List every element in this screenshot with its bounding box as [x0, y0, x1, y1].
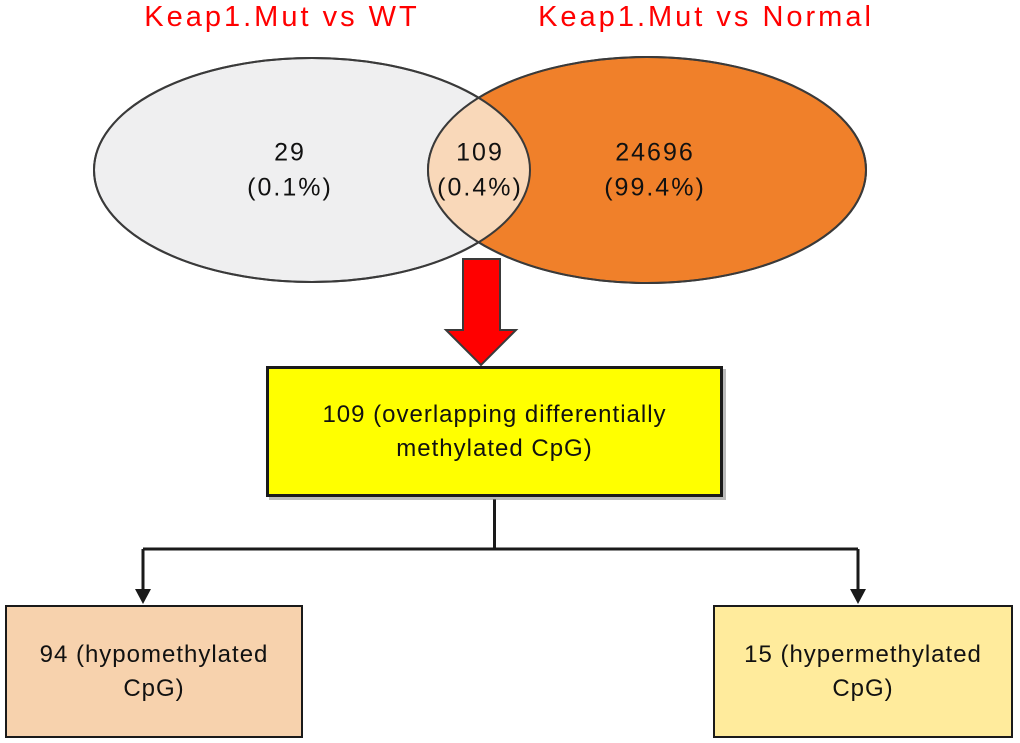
venn-overlap-label: 109 (0.4%)	[437, 136, 523, 205]
venn-overlap-count: 109	[456, 138, 504, 167]
connector-arrowhead-right	[850, 589, 866, 604]
connector-lines	[141, 499, 860, 591]
venn-title-right: Keap1.Mut vs Normal	[538, 1, 874, 33]
hypermethylated-cpg-line2: CpG)	[832, 674, 894, 702]
down-arrow	[443, 258, 519, 367]
venn-title-left: Keap1.Mut vs WT	[144, 1, 420, 33]
hypermethylated-cpg-line1: 15 (hypermethylated	[744, 641, 982, 669]
hypermethylated-cpg-box: 15 (hypermethylated CpG)	[713, 605, 1013, 738]
venn-right-ellipse-outline	[427, 56, 867, 284]
overlapping-cpg-box: 109 (overlapping differentially methylat…	[266, 366, 723, 497]
venn-left-ellipse-outline	[93, 57, 531, 283]
hypomethylated-cpg-line2: CpG)	[123, 674, 185, 702]
overlapping-cpg-line1: 109 (overlapping differentially	[322, 401, 667, 429]
venn-right-count: 24696	[615, 138, 695, 167]
hypomethylated-cpg-box: 94 (hypomethylated CpG)	[5, 605, 303, 738]
venn-left-percent: (0.1%)	[247, 173, 333, 201]
venn-left-count: 29	[274, 138, 306, 167]
venn-overlap-percent: (0.4%)	[437, 173, 523, 201]
venn-left-label: 29 (0.1%)	[247, 136, 333, 205]
overlapping-cpg-line2: methylated CpG)	[396, 434, 593, 462]
venn-right-label: 24696 (99.4%)	[604, 136, 706, 205]
hypomethylated-cpg-line1: 94 (hypomethylated	[39, 641, 269, 669]
connector-arrowhead-left	[135, 589, 151, 604]
venn-right-percent: (99.4%)	[604, 173, 706, 201]
